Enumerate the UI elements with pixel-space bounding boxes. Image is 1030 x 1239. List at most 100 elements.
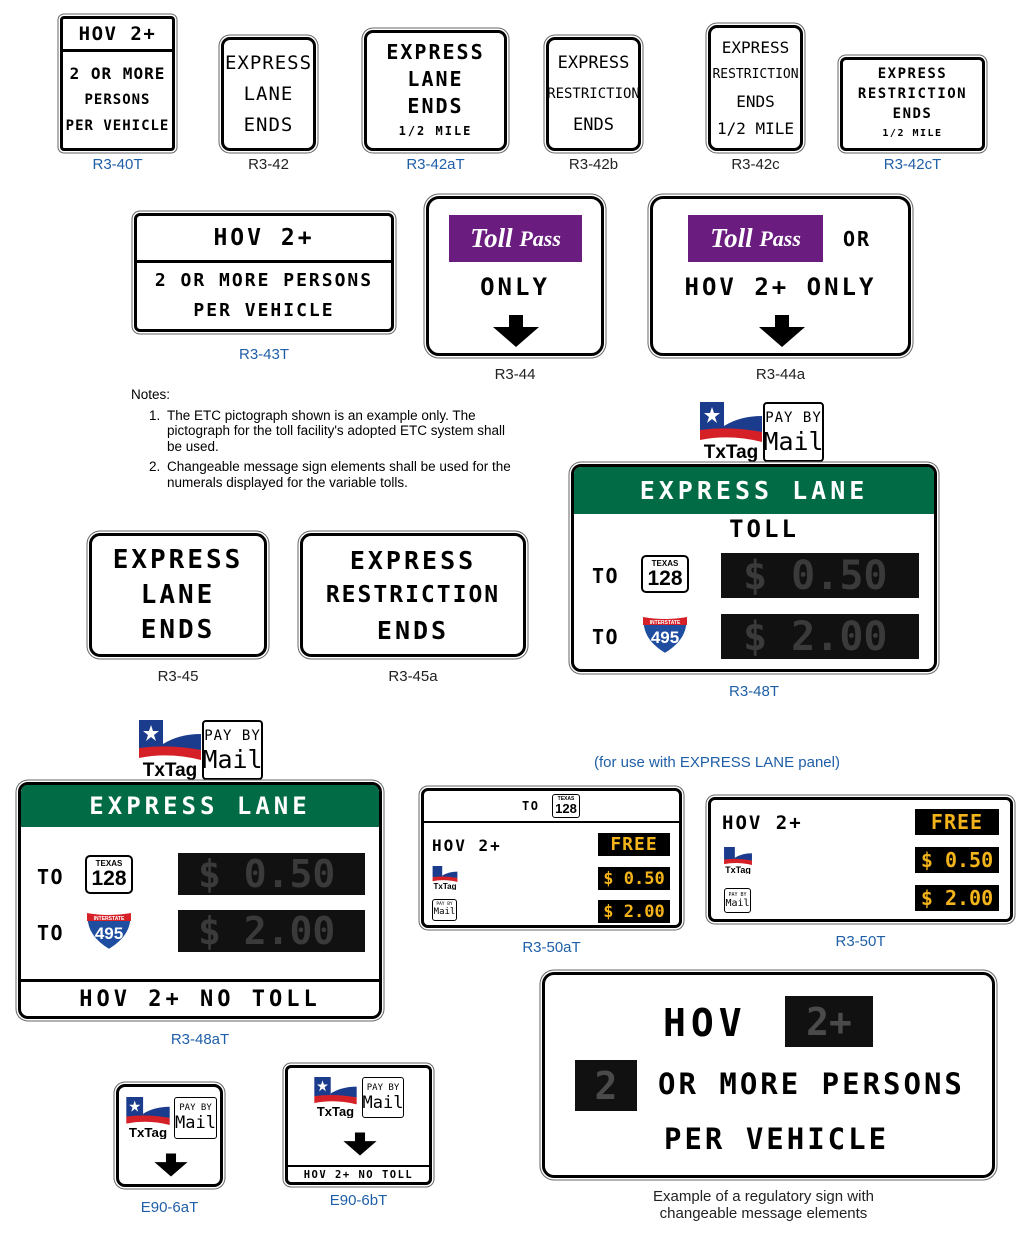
sign-r3-42b: EXPRESS RESTRICTION ENDS — [546, 37, 641, 151]
divider — [63, 49, 172, 52]
sign-r3-43t-top: HOV 2+ — [213, 225, 315, 251]
caption-r3-40t: R3-40T — [92, 156, 143, 173]
mail-text: Mail — [433, 907, 456, 918]
pay-by-text: PAY BY — [765, 409, 822, 426]
arrow-down-icon — [154, 1153, 188, 1177]
arrow-down-icon — [759, 315, 805, 347]
sign-r3-48at-to1: TO — [37, 865, 65, 889]
paybymail-logo: PAY BY Mail — [763, 402, 824, 462]
sign-line: 2 OR MORE PERSONS — [154, 269, 374, 291]
sign-r3-43t: HOV 2+ 2 OR MORE PERSONS PER VEHICLE — [134, 213, 394, 332]
pay-by-text: PAY BY — [366, 1082, 400, 1093]
divider — [424, 821, 679, 823]
sign-r3-48at: EXPRESS LANE TO TEXAS 128 $ 0.50 TO INTE… — [18, 782, 382, 1019]
pay-by-text: PAY BY — [179, 1103, 212, 1113]
paybymail-logo: PAY BY Mail — [432, 899, 457, 921]
pay-by-text: PAY BY — [204, 727, 261, 744]
sign-r3-42at-body: EXPRESS LANE ENDS 1/2 MILE — [367, 33, 504, 148]
sign-e90-6bt: TxTag PAY BY Mail HOV 2+ NO TOLL — [285, 1065, 432, 1185]
sign-r3-48t-toll: TOLL — [729, 515, 799, 543]
txtag-word: TxTag — [434, 882, 457, 890]
sign-r3-50at: TO TEXAS 128 HOV 2+ FREE TxTag $ 0.50 PA… — [421, 788, 682, 928]
sign-r3-42: EXPRESS LANE ENDS — [221, 37, 316, 151]
interstate-number: 495 — [651, 628, 679, 647]
divider — [288, 1165, 429, 1167]
sign-example-cms: HOV 2+ 2 OR MORE PERSONS PER VEHICLE — [542, 972, 995, 1178]
sign-line: PER VEHICLE — [193, 299, 335, 321]
caption-r3-48t: R3-48T — [728, 683, 780, 700]
caption-example-line-2: changeable message elements — [659, 1205, 868, 1222]
mail-text: Mail — [202, 744, 263, 774]
texas-route-number: 128 — [91, 867, 127, 890]
sign-r3-42b-body: EXPRESS RESTRICTION ENDS — [549, 40, 638, 148]
pay-by-text: PAY BY — [728, 891, 747, 898]
sign-r3-50t: HOV 2+ FREE TxTag $ 0.50 PAY BY Mail $ 2… — [708, 797, 1013, 922]
mail-text: Mail — [175, 1113, 216, 1133]
caption-r3-43t: R3-43T — [238, 346, 290, 363]
sign-line: 1/2 MILE — [398, 124, 473, 138]
txtag-logo: TxTag — [724, 847, 752, 874]
caption-r3-42ct: R3-42cT — [883, 156, 942, 173]
free-display: FREE — [915, 809, 999, 835]
txtag-word: TxTag — [704, 442, 759, 462]
sign-r3-42at: EXPRESS LANE ENDS 1/2 MILE — [364, 30, 507, 151]
interstate-number: 495 — [95, 924, 123, 943]
mail-text: Mail — [763, 426, 824, 456]
sign-line: LANE — [243, 82, 294, 105]
txtag-logo: TxTag — [314, 1077, 357, 1118]
txtag-word: TxTag — [129, 1125, 167, 1139]
sign-e90-6at: TxTag PAY BY Mail — [116, 1084, 223, 1187]
tollpass-pass-word: Pass — [759, 225, 801, 251]
sign-line: EXPRESS — [349, 545, 477, 575]
toll-price-display-1: $ 0.50 — [598, 867, 670, 890]
sign-line: ENDS — [376, 615, 450, 645]
sign-r3-48t-to1: TO — [592, 564, 620, 588]
sign-line: 2 OR MORE — [69, 63, 166, 83]
texas-route-number: 128 — [647, 566, 683, 590]
sign-r3-48at-to2: TO — [37, 921, 65, 945]
note-item: The ETC pictograph shown is an example o… — [164, 408, 519, 455]
txtag-word: TxTag — [317, 1104, 354, 1118]
interstate-label: INTERSTATE — [94, 916, 125, 922]
sign-r3-45a-body: EXPRESS RESTRICTION ENDS — [303, 536, 523, 654]
note-item: Changeable message sign elements shall b… — [164, 459, 519, 490]
caption-r3-42c: R3-42c — [731, 156, 780, 173]
divider — [137, 260, 391, 263]
sign-line: EXPRESS — [112, 544, 244, 575]
sign-line: ENDS — [243, 113, 294, 136]
toll-price-display-1: $ 0.50 — [721, 553, 919, 599]
caption-r3-45: R3-45 — [157, 668, 199, 685]
texas-label: TEXAS — [95, 859, 123, 868]
txtag-logo: TxTag — [700, 402, 762, 462]
sign-r3-44a-or: OR — [843, 227, 872, 251]
txtag-logo: TxTag — [432, 866, 458, 890]
texas-route-shield: TEXAS 128 — [85, 855, 133, 894]
notes-title: Notes: — [131, 387, 171, 402]
txtag-paybymail-panel: TxTag PAY BY Mail — [139, 720, 264, 780]
txtag-logo: TxTag — [139, 720, 201, 780]
txtag-logo: TxTag — [126, 1097, 170, 1139]
caption-r3-45a: R3-45a — [388, 668, 438, 685]
sign-line: PER VEHICLE — [65, 117, 170, 134]
paybymail-logo: PAY BY Mail — [202, 720, 263, 780]
toll-price-display-1: $ 0.50 — [178, 852, 365, 896]
interstate-shield-icon: INTERSTATE 495 — [85, 911, 133, 951]
sign-r3-43t-body: 2 OR MORE PERSONS PER VEHICLE — [137, 266, 391, 325]
sign-r3-40t: HOV 2+ 2 OR MORE PERSONS PER VEHICLE — [60, 16, 175, 151]
sign-r3-42-body: EXPRESS LANE ENDS — [224, 40, 313, 148]
sign-e90-6bt-footer: HOV 2+ NO TOLL — [303, 1168, 414, 1181]
sign-r3-44a: Toll Pass OR HOV 2+ ONLY — [650, 196, 911, 356]
sign-r3-45: EXPRESS LANE ENDS — [89, 533, 267, 657]
sign-line: EXPRESS — [386, 40, 485, 64]
sign-line: ENDS — [736, 92, 775, 111]
divider — [21, 979, 379, 982]
caption-r3-50t: R3-50T — [835, 933, 886, 950]
sign-line: ENDS — [573, 114, 614, 135]
sign-r3-50t-hov: HOV 2+ — [722, 812, 803, 834]
toll-price-display-1: $ 0.50 — [915, 847, 999, 873]
caption-e90-6at: E90-6aT — [140, 1199, 199, 1216]
toll-price-display-2: $ 2.00 — [915, 885, 999, 911]
caption-example-line-1: Example of a regulatory sign with — [653, 1188, 874, 1205]
caption-r3-44a: R3-44a — [755, 366, 806, 383]
interstate-label: INTERSTATE — [650, 620, 681, 626]
